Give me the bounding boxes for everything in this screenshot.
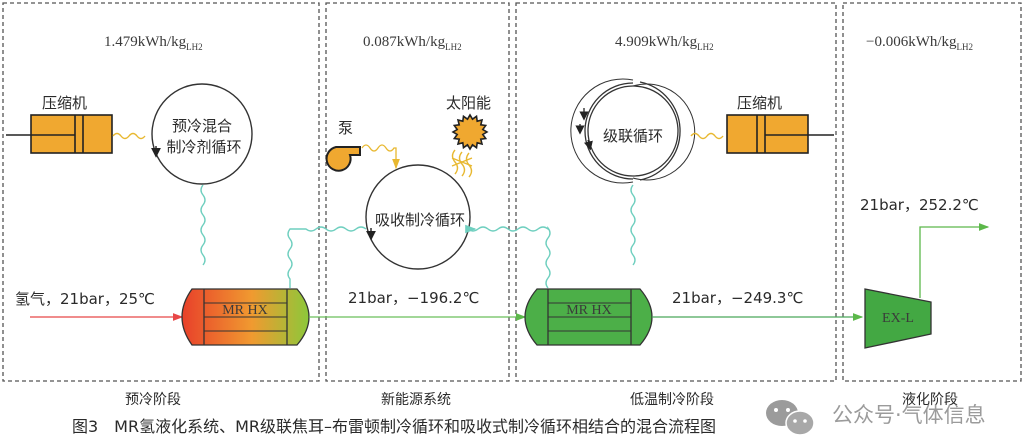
hx2-label: MR HX xyxy=(566,303,612,318)
stage-box-new-energy xyxy=(325,2,510,382)
after-hx2-condition-label: 21bar，−249.3℃ xyxy=(672,289,803,307)
stage-name-precool: 预冷阶段 xyxy=(125,392,181,408)
stage-name-liquefaction: 液化阶段 xyxy=(902,392,958,408)
energy-label-new-energy: 0.087kWh/kgLH2 xyxy=(363,34,462,52)
expander-label: EX-L xyxy=(882,311,914,326)
work-transfer-left xyxy=(112,132,146,140)
mr-heat-exchanger-1: MR HX xyxy=(181,288,310,346)
mr-heat-exchanger-2: MR HX xyxy=(524,288,653,346)
outlet-condition-label: 21bar，252.2℃ xyxy=(860,196,979,214)
solar-radiation-icon xyxy=(451,149,473,178)
solar-label: 太阳能 xyxy=(446,94,491,112)
energy-label-precool: 1.479kWh/kgLH2 xyxy=(104,34,203,52)
compressor-right: 压缩机 xyxy=(726,94,834,154)
work-transfer-pump xyxy=(361,144,400,170)
energy-label-cryogenic: 4.909kWh/kgLH2 xyxy=(615,34,714,52)
energy-label-liquefaction: −0.006kWh/kgLH2 xyxy=(866,34,973,52)
compressor-right-label: 压缩机 xyxy=(737,94,782,112)
wechat-logo-icon xyxy=(766,400,815,436)
hx1-label: MR HX xyxy=(222,303,268,318)
cascade-cycle: 级联循环 xyxy=(570,78,696,184)
expander-ex-l: EX-L xyxy=(864,288,932,349)
watermark-text: 公众号·气体信息 xyxy=(832,403,986,427)
compressor-left-label: 压缩机 xyxy=(42,94,87,112)
figure-caption: 图3 MR氢液化系统、MR级联焦耳–布雷顿制冷循环和吸收式制冷循环相结合的混合流… xyxy=(72,417,716,436)
heat-transfer-absorption-hx2 xyxy=(465,224,551,289)
stage-box-precool xyxy=(2,2,320,382)
work-transfer-right xyxy=(690,132,724,140)
precool-cycle-label-1: 预冷混合 xyxy=(172,117,232,135)
stage-box-liquefaction xyxy=(842,2,1022,382)
sun-icon xyxy=(451,113,489,151)
cascade-cycle-label: 级联循环 xyxy=(603,127,663,145)
stage-box-cryogenic xyxy=(515,2,837,382)
inlet-condition-label: 氢气，21bar，25℃ xyxy=(15,290,155,308)
compressor-left: 压缩机 xyxy=(6,94,113,154)
wechat-watermark: 公众号·气体信息 xyxy=(766,400,986,436)
precool-mr-cycle: 预冷混合 制冷剂循环 xyxy=(151,83,253,185)
absorption-refrigeration-cycle: 吸收制冷循环 xyxy=(365,164,471,270)
heat-transfer-absorption-hx1 xyxy=(287,226,367,288)
absorption-cycle-label: 吸收制冷循环 xyxy=(375,211,465,229)
after-hx1-condition-label: 21bar，−196.2℃ xyxy=(348,289,479,307)
stage-name-cryogenic: 低温制冷阶段 xyxy=(630,392,714,408)
pump-label: 泵 xyxy=(338,119,353,137)
pump-icon xyxy=(325,146,361,172)
heat-transfer-cascade xyxy=(630,184,636,266)
stage-name-new-energy: 新能源系统 xyxy=(381,392,451,408)
heat-transfer-precool xyxy=(200,184,206,266)
precool-cycle-label-2: 制冷剂循环 xyxy=(166,138,241,156)
stage-boxes xyxy=(2,2,1022,382)
hydrogen-outlet-line xyxy=(919,223,990,298)
